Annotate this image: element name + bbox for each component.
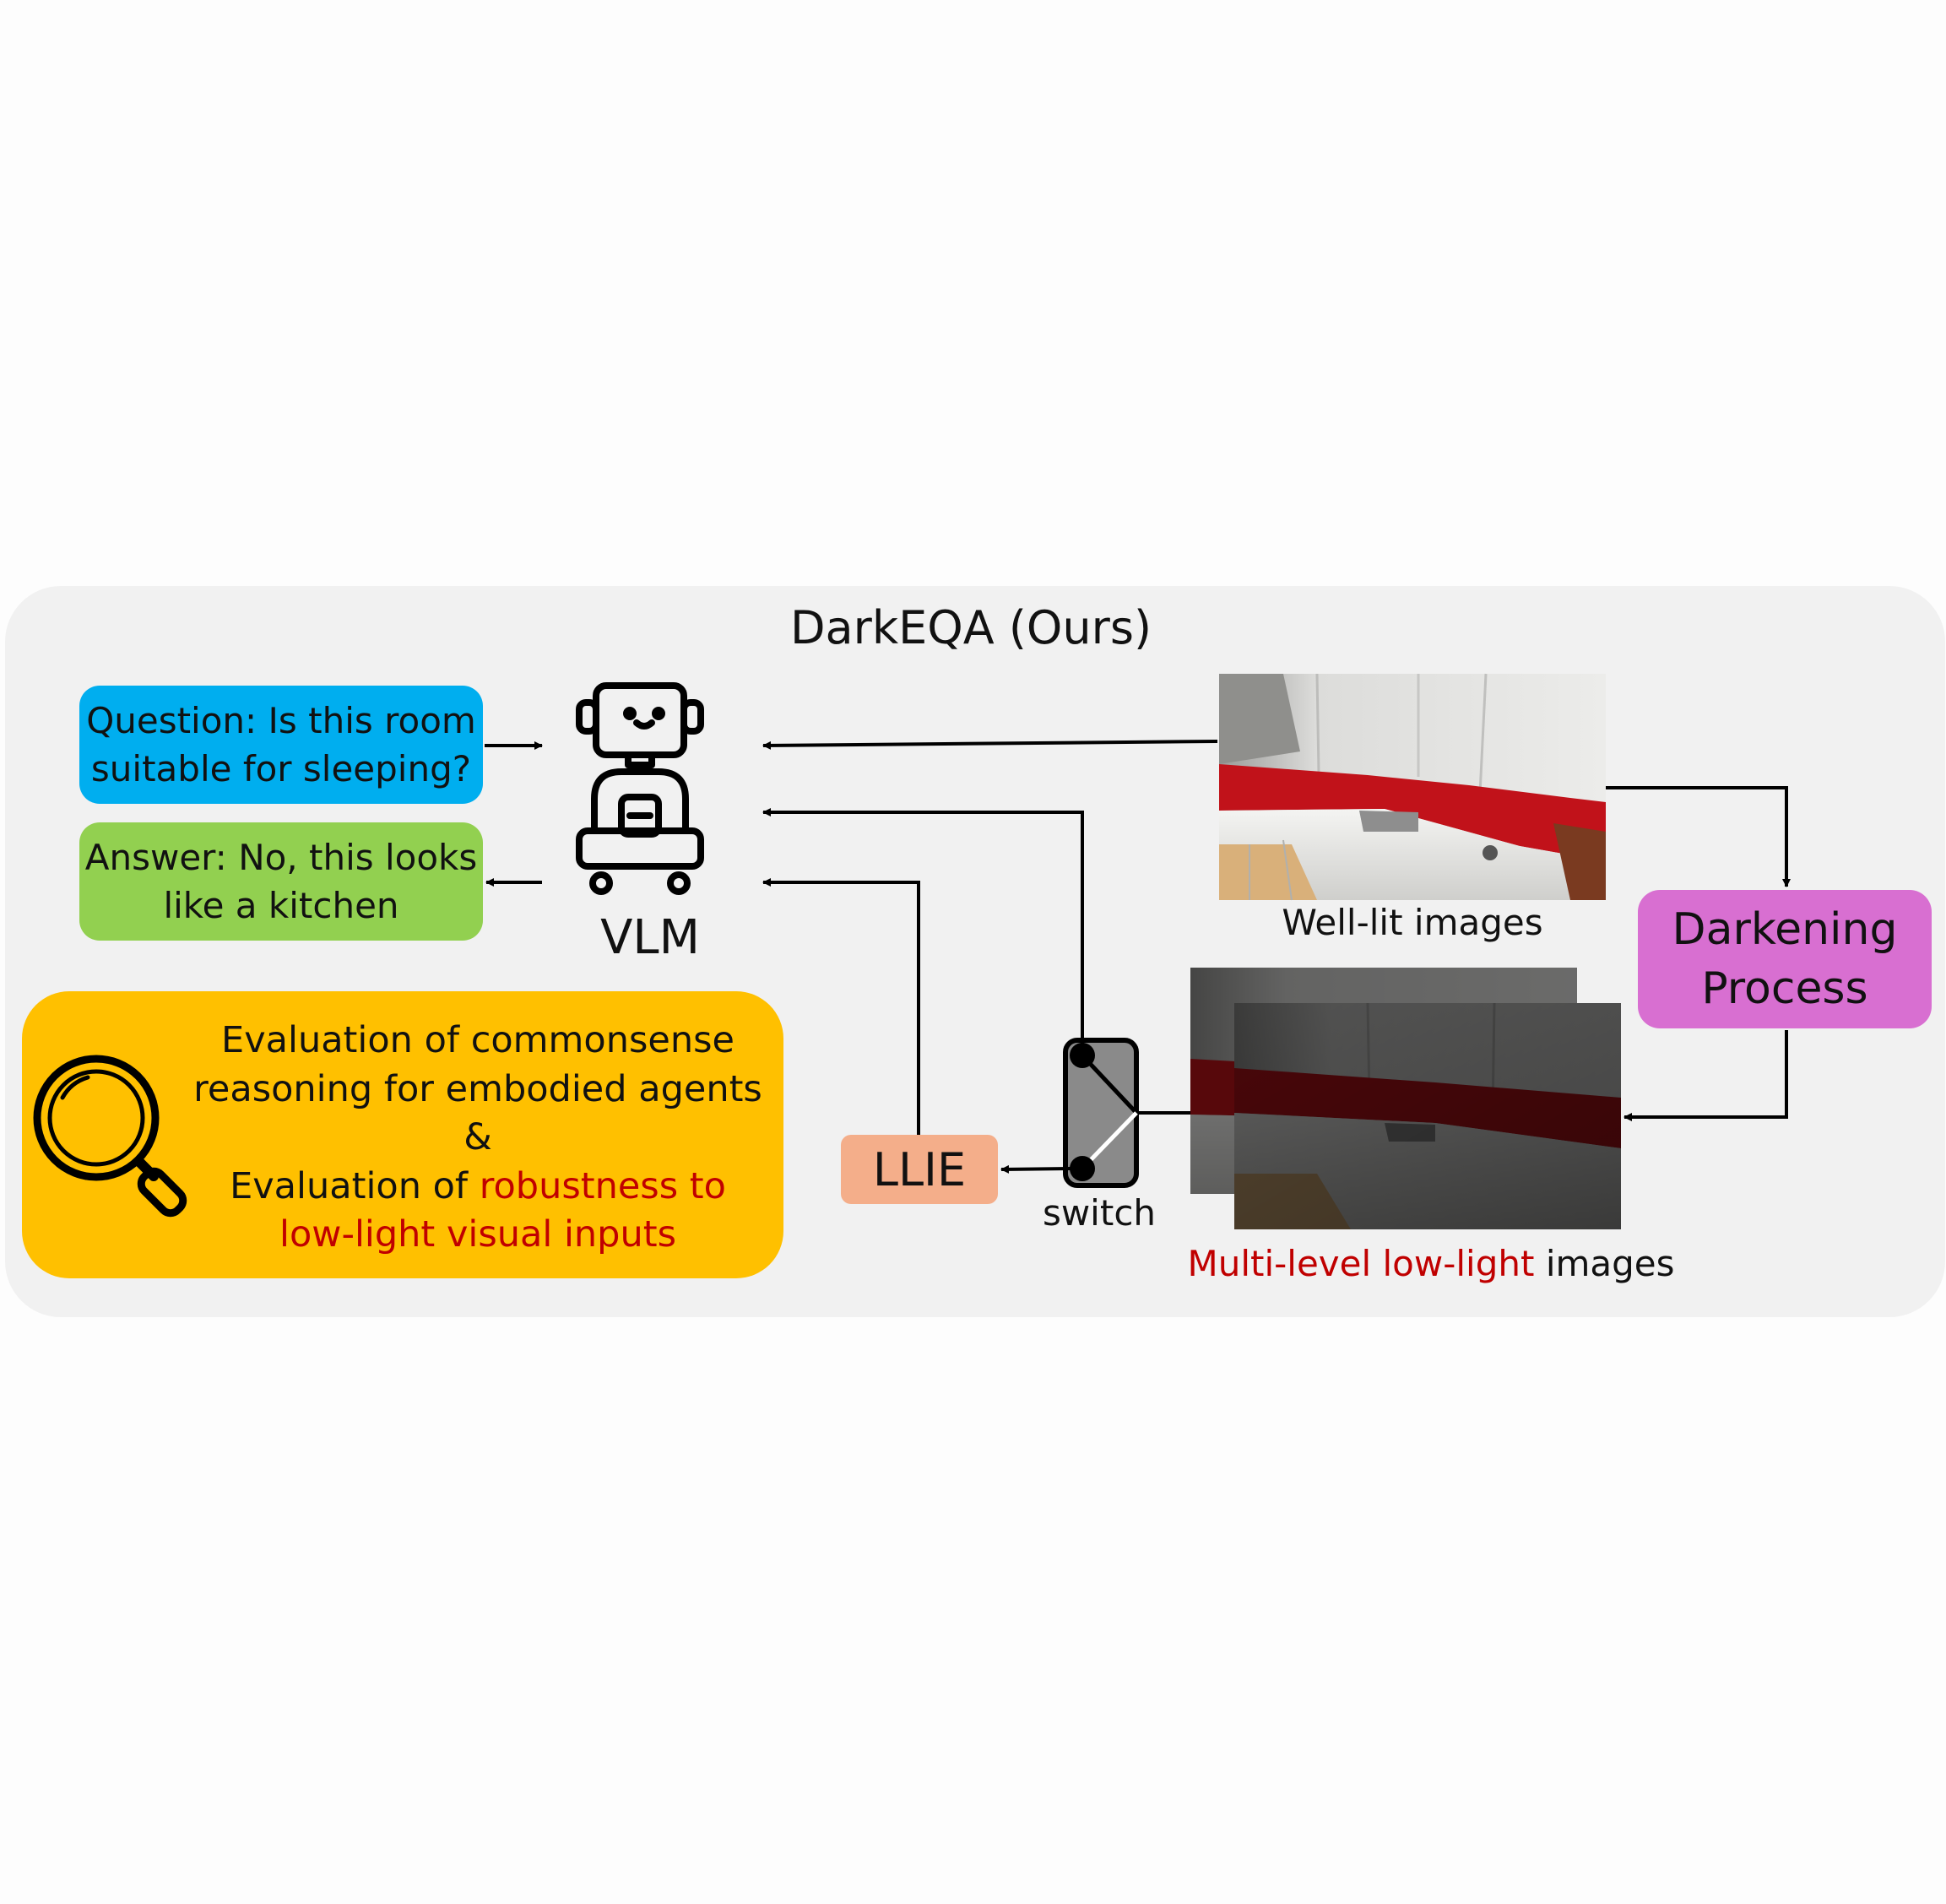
- magnifier-icon: [33, 1055, 187, 1218]
- evaluation-line-5: low-light visual inputs: [279, 1213, 676, 1256]
- low-light-image-front: [1234, 1002, 1621, 1229]
- evaluation-line-4: Evaluation of robustness to: [191, 1163, 765, 1212]
- robot-icon: [576, 682, 704, 895]
- darkening-process-box: Darkening Process: [1638, 890, 1932, 1028]
- switch-icon: [1063, 1038, 1139, 1188]
- darkening-line-1: Darkening: [1672, 904, 1898, 955]
- vlm-label: VLM: [600, 910, 700, 965]
- low-light-label-highlight: Multi-level low-light: [1187, 1243, 1535, 1284]
- llie-box: LLIE: [841, 1135, 998, 1204]
- evaluation-line-1: Evaluation of commonsense: [221, 1019, 734, 1061]
- answer-line-1: Answer: No, this looks: [84, 837, 478, 878]
- question-line-1: Question: Is this room: [86, 700, 476, 741]
- evaluation-line-4-prefix: Evaluation of: [230, 1164, 480, 1207]
- answer-box: Answer: No, this looks like a kitchen: [79, 822, 483, 941]
- connector-arrows: [485, 740, 1791, 1174]
- evaluation-line-4-highlight: robustness to: [479, 1164, 726, 1207]
- switch-label: switch: [1042, 1192, 1157, 1234]
- diagram-title: DarkEQA (Ours): [789, 601, 1152, 654]
- evaluation-line-2: reasoning for embodied agents: [193, 1067, 762, 1110]
- well-lit-label: Well-lit images: [1282, 902, 1543, 943]
- darkening-line-2: Process: [1701, 963, 1868, 1014]
- low-light-label: Multi-level low-light images: [1165, 1243, 1697, 1284]
- evaluation-text: Evaluation of commonsense reasoning for …: [191, 1017, 765, 1260]
- question-line-2: suitable for sleeping?: [90, 748, 472, 789]
- evaluation-box: [22, 991, 783, 1278]
- question-box: Question: Is this room suitable for slee…: [79, 686, 483, 804]
- well-lit-image: [1219, 673, 1606, 901]
- low-light-label-rest: images: [1534, 1243, 1675, 1284]
- llie-label: LLIE: [872, 1142, 967, 1196]
- evaluation-line-3: &: [463, 1116, 492, 1158]
- answer-line-2: like a kitchen: [163, 885, 399, 926]
